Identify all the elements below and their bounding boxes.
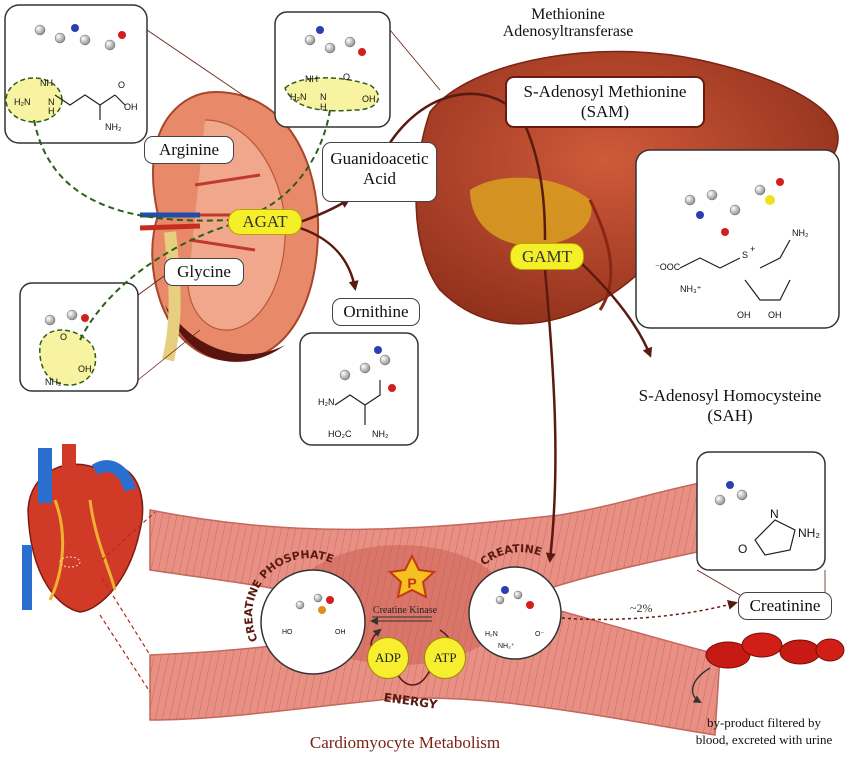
cp-ho: HO (282, 629, 293, 636)
sam-coo: ⁻OOC (655, 262, 681, 272)
gaa-o: O (343, 72, 350, 82)
molecule-box-arginine (4, 4, 251, 149)
red-blood-cells (705, 632, 845, 669)
creatine-kinase-arrows (372, 617, 432, 621)
arg-nh: NH (40, 78, 53, 88)
gaa-n: N (320, 92, 327, 102)
arg-nh2: NH₂ (105, 122, 122, 132)
gaa-h2n: H₂N (290, 92, 307, 102)
crn-nh2: NH₂ (798, 526, 820, 540)
arginine-label: Arginine (144, 136, 234, 164)
phosphate-letter: P (407, 575, 416, 591)
sam-plus: + (750, 244, 755, 254)
molecule-box-ornithine (299, 332, 419, 446)
percent-label: ~2% (630, 601, 653, 615)
sam-oh2: OH (768, 310, 782, 320)
heart-zoom-lines (99, 511, 156, 693)
crn-n: N (770, 507, 779, 521)
cr-h2n: H₂N (485, 631, 498, 638)
crn-o: O (738, 542, 747, 556)
cr-nh2: NH₂⁺ (498, 643, 515, 650)
ball-stick-models (34, 24, 784, 614)
gaa-h: H (320, 102, 327, 112)
sam-label: S-Adenosyl Methionine (SAM) (505, 76, 705, 128)
sah-label: S-Adenosyl Homocysteine (SAH) (638, 386, 822, 425)
byproduct-note: by-product filtered by blood, excreted w… (695, 715, 833, 747)
phosphate-star-icon (387, 553, 437, 599)
orn-ho2c: HO₂C (328, 429, 352, 439)
molecule-box-guanidoacetic (274, 11, 441, 128)
ornithine-label: Ornithine (332, 298, 420, 326)
arg-o: O (118, 80, 125, 90)
gaa-oh: OH (362, 94, 376, 104)
glycine-label: Glycine (164, 258, 244, 286)
gaa-nh: NH (305, 74, 318, 84)
cr-o: O⁻ (535, 631, 544, 638)
gly-oh: OH (78, 364, 92, 374)
percent-arrow (561, 600, 738, 621)
adp-node: ADP (367, 637, 409, 679)
sam-s: S (742, 250, 748, 260)
creatine-circle (468, 566, 562, 660)
creatine-kinase-label: Creatine Kinase (373, 605, 438, 616)
creatinine-label: Creatinine (738, 592, 832, 620)
gamt-enzyme-pill: GAMT (510, 243, 584, 270)
methionine-adenosyltransferase-label: Methionine Adenosyltransferase (502, 6, 634, 40)
chemical-structure-text: NH H₂N N H OH NH₂ O O NH H₂N N H OH O OH… (14, 72, 820, 650)
arg-h2n: H₂N (14, 97, 31, 107)
footer-title: Cardiomyocyte Metabolism (309, 733, 501, 752)
dashed-substrate-paths (33, 109, 331, 341)
sam-nh2: NH₂ (792, 228, 809, 238)
creatine-phosphate-circle (260, 569, 366, 675)
molecule-box-creatinine (696, 451, 826, 596)
orn-h2n: H₂N (318, 397, 335, 407)
molecule-box-sam (635, 149, 840, 329)
atp-node: ATP (424, 637, 466, 679)
pathway-arrows (299, 92, 653, 563)
arg-h: H (48, 106, 55, 116)
gly-o: O (60, 332, 67, 342)
excretion-arrow (691, 667, 711, 704)
arg-n: N (48, 97, 55, 107)
sam-oh1: OH (737, 310, 751, 320)
guanidoacetic-acid-label: Guanidoacetic Acid (322, 142, 437, 202)
cp-oh: OH (335, 629, 346, 636)
arg-oh: OH (124, 102, 138, 112)
orn-nh2: NH₂ (372, 429, 389, 439)
heart-illustration (22, 444, 144, 613)
agat-enzyme-pill: AGAT (228, 209, 302, 235)
molecule-box-glycine (19, 267, 201, 392)
sam-nh3: NH₃⁺ (680, 284, 702, 294)
gly-nh2: NH₂ (45, 377, 62, 387)
